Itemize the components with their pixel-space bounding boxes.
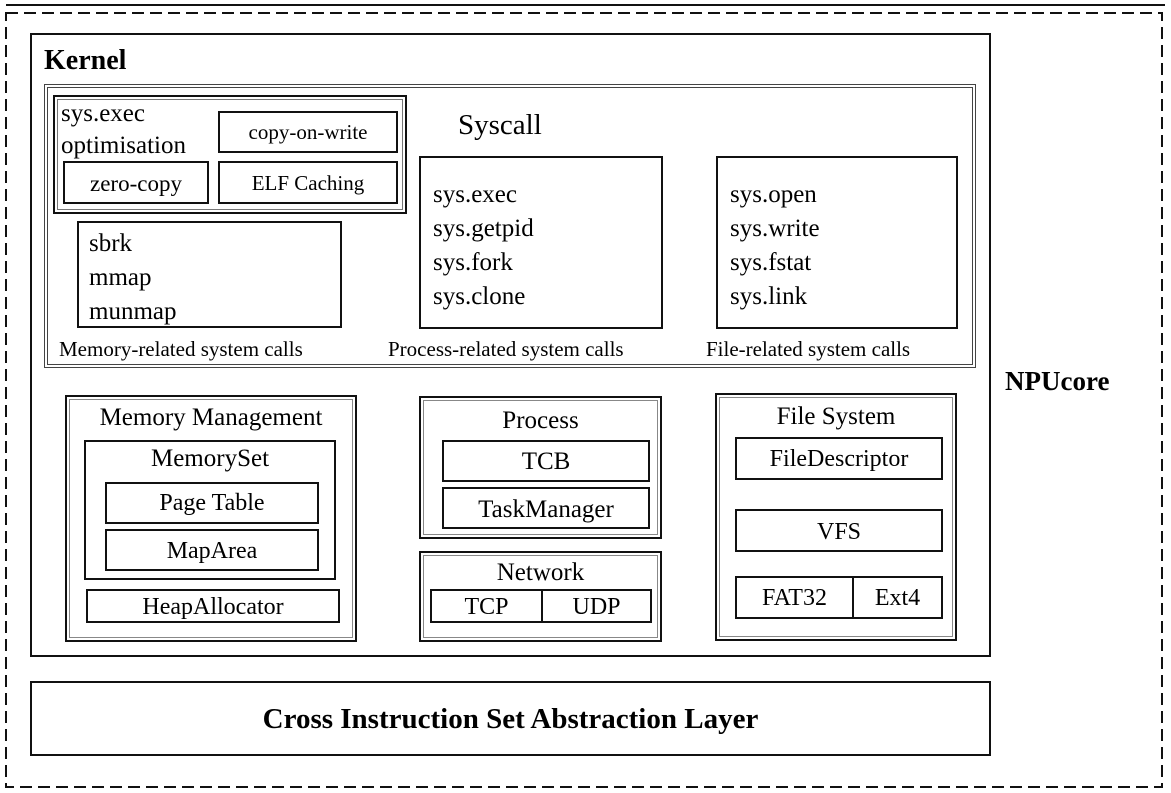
fat32-label: FAT32 [762,585,827,611]
file-calls-list: sys.open sys.write sys.fstat sys.link [730,178,820,314]
file-system-title: File System [776,403,896,430]
file-calls-box: sys.open sys.write sys.fstat sys.link [716,156,958,329]
copy-on-write-label: copy-on-write [248,120,368,144]
file-descriptor-label: FileDescriptor [769,446,909,472]
syscall-box [44,84,976,368]
file-call-item: sys.link [730,283,808,310]
memory-management-inner [69,399,353,638]
udp-label: UDP [572,594,621,620]
top-rule [6,4,1165,6]
tcb-label: TCB [521,448,571,475]
vfs-label: VFS [816,519,862,545]
abstraction-layer-box: Cross Instruction Set Abstraction Layer [30,681,991,756]
exec-optimisation-inner [57,99,403,210]
elf-caching-box: ELF Caching [218,161,398,204]
file-call-item: sys.open [730,181,817,208]
process-call-item: sys.getpid [433,215,534,242]
copy-on-write-box: copy-on-write [218,111,398,153]
zero-copy-label: zero-copy [90,171,182,196]
ext4-label: Ext4 [874,585,921,611]
page-table-box: Page Table [105,482,319,524]
file-call-item: sys.write [730,215,820,242]
memory-calls-list: sbrk mmap munmap [89,227,177,329]
exec-optimisation-title-1: sys.exec [61,100,145,127]
taskmanager-label: TaskManager [478,496,614,523]
network-box-inner [423,555,658,638]
tcb-box: TCB [442,440,650,482]
memory-calls-caption: Memory-related system calls [59,337,303,361]
npucore-label: NPUcore [1005,366,1110,396]
file-descriptor-box: FileDescriptor [735,437,943,480]
file-system-inner [719,397,953,637]
process-call-item: sys.fork [433,249,513,276]
network-title: Network [496,559,585,586]
memoryset-title: MemorySet [150,445,270,472]
tcp-label: TCP [464,594,509,620]
process-title: Process [502,407,579,434]
memory-calls-box: sbrk mmap munmap [77,221,342,328]
taskmanager-box: TaskManager [442,487,650,529]
process-calls-caption: Process-related system calls [388,337,624,361]
kernel-title: Kernel [44,45,127,76]
syscall-title: Syscall [458,109,542,141]
process-call-item: sys.clone [433,283,526,310]
udp-box: UDP [541,589,652,623]
ext4-box: Ext4 [852,576,943,619]
exec-optimisation-title-2: optimisation [61,132,186,159]
process-calls-list: sys.exec sys.getpid sys.fork sys.clone [433,178,534,314]
maparea-label: MapArea [166,538,258,564]
abstraction-layer-title: Cross Instruction Set Abstraction Layer [262,703,759,735]
file-call-item: sys.fstat [730,249,812,276]
syscall-box-inner [47,87,973,365]
heap-allocator-label: HeapAllocator [142,594,284,620]
heap-allocator-box: HeapAllocator [86,589,340,623]
memory-call-item: munmap [89,298,177,325]
fat32-box: FAT32 [735,576,854,619]
file-calls-caption: File-related system calls [706,337,911,361]
memory-call-item: sbrk [89,230,133,257]
maparea-box: MapArea [105,529,319,571]
memory-call-item: mmap [89,264,152,291]
page-table-label: Page Table [159,490,265,516]
tcp-box: TCP [430,589,543,623]
elf-caching-label: ELF Caching [251,171,365,195]
process-calls-box: sys.exec sys.getpid sys.fork sys.clone [419,156,663,329]
process-box-inner [423,400,658,535]
process-call-item: sys.exec [433,181,517,208]
zero-copy-box: zero-copy [63,161,209,204]
vfs-box: VFS [735,509,943,552]
memory-management-title: Memory Management [99,404,323,431]
